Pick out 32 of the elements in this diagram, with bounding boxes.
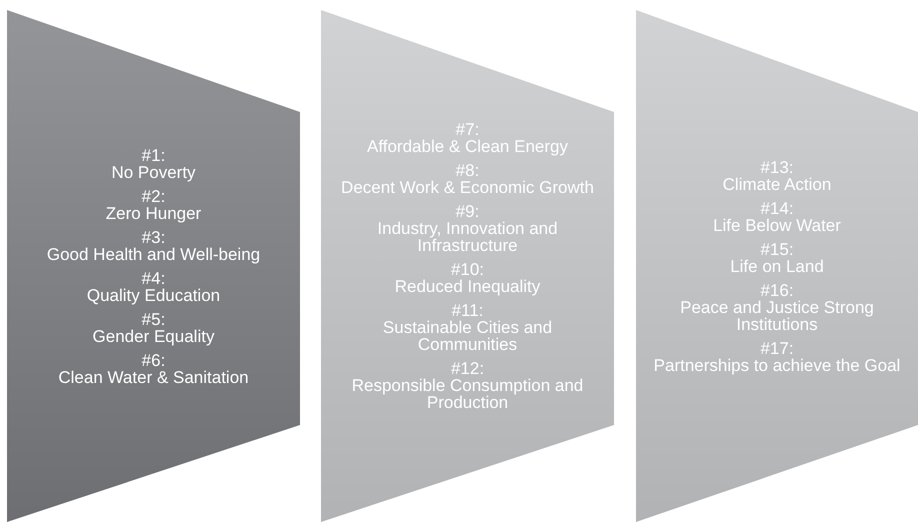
goal-title: Life on Land — [730, 258, 824, 274]
goal-title: Responsible Consumption and Production — [350, 377, 584, 411]
goal-number: #3: — [142, 228, 166, 246]
goal-title: Sustainable Cities and Communities — [382, 319, 554, 353]
goal-number: #13: — [760, 158, 794, 176]
goal-number: #17: — [760, 340, 794, 356]
goal-number: #1: — [142, 146, 166, 164]
goal-number: #6: — [142, 352, 166, 368]
goal-title: Good Health and Well-being — [46, 246, 260, 262]
goal-title: Decent Work & Economic Growth — [341, 179, 594, 196]
goal-title: Quality Education — [86, 286, 220, 304]
goal-title: Peace and Justice Strong Institutions — [679, 298, 875, 332]
goal-number: #4: — [142, 270, 166, 286]
goal-title: Climate Action — [722, 176, 832, 192]
goal-number: #12: — [450, 360, 484, 377]
goal-number: #10: — [450, 261, 484, 278]
goal-number: #14: — [760, 200, 794, 216]
goal-title: Clean Water & Sanitation — [58, 368, 249, 386]
goal-number: #11: — [452, 302, 484, 319]
goal-number: #5: — [142, 310, 166, 328]
goal-number: #16: — [760, 282, 794, 298]
goal-number: #15: — [760, 240, 794, 258]
goal-title: Partnerships to achieve the Goal — [654, 356, 900, 374]
goal-title: Zero Hunger — [106, 204, 202, 222]
goal-title: Life Below Water — [713, 216, 841, 234]
goal-title: No Poverty — [111, 164, 196, 180]
goal-number: #8: — [456, 162, 480, 179]
goal-number: #2: — [142, 188, 166, 204]
goal-number: #9: — [456, 203, 480, 220]
goal-title: Reduced Inequality — [394, 278, 540, 295]
goal-title: Gender Equality — [92, 328, 214, 344]
goal-title: Industry, Innovation and Infrastructure — [376, 220, 559, 254]
